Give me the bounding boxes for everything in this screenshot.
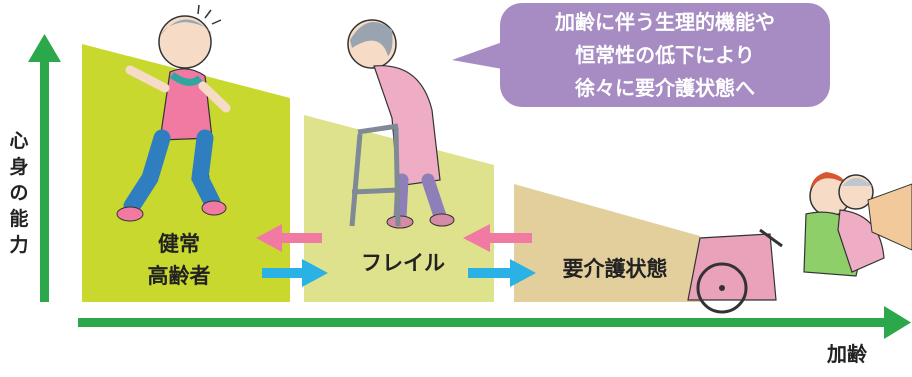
callout-line-2: 恒常性の低下により: [575, 43, 755, 67]
y-axis-arrow: [28, 34, 61, 302]
x-axis-label: 加齢: [827, 342, 867, 366]
stage-band-healthy: [82, 44, 290, 302]
callout-line-1: 加齢に伴う生理的機能や: [555, 10, 775, 34]
y-axis-label-char: 力: [9, 234, 29, 256]
stage-label-frail: フレイル: [338, 248, 468, 278]
arrow-frail-to-care: [468, 259, 536, 287]
stage-label-frail-line-1: フレイル: [361, 251, 445, 275]
stage-label-healthy: 健常 高齢者: [134, 228, 224, 292]
stage-label-care: 要介護状態: [540, 254, 690, 284]
stage-band-care: [514, 184, 700, 302]
callout-bubble: [452, 3, 830, 107]
arrow-healthy-to-frail: [262, 259, 328, 287]
arrow-frail-to-healthy: [256, 224, 322, 252]
y-axis-label: 心身の能力: [6, 128, 32, 258]
stage-label-healthy-line-2: 高齢者: [147, 264, 211, 288]
y-axis-label-char: 身: [9, 156, 29, 178]
callout-text: 加齢に伴う生理的機能や 恒常性の低下により 徐々に要介護状態へ: [500, 6, 830, 105]
arrow-care-to-frail: [463, 224, 532, 252]
y-axis-label-char: の: [9, 182, 29, 204]
callout-line-3: 徐々に要介護状態へ: [575, 76, 755, 100]
y-axis-label-char: 能: [9, 208, 29, 230]
illustration-walker-woman: [347, 19, 455, 229]
stage-label-healthy-line-1: 健常: [158, 232, 200, 256]
y-axis-label-char: 心: [9, 130, 29, 152]
illustration-caregiver-wheelchair: [687, 172, 912, 314]
stage-label-care-line-1: 要介護状態: [562, 257, 668, 281]
illustration-jogging-woman: [116, 4, 231, 222]
x-axis-arrow: [78, 306, 911, 339]
